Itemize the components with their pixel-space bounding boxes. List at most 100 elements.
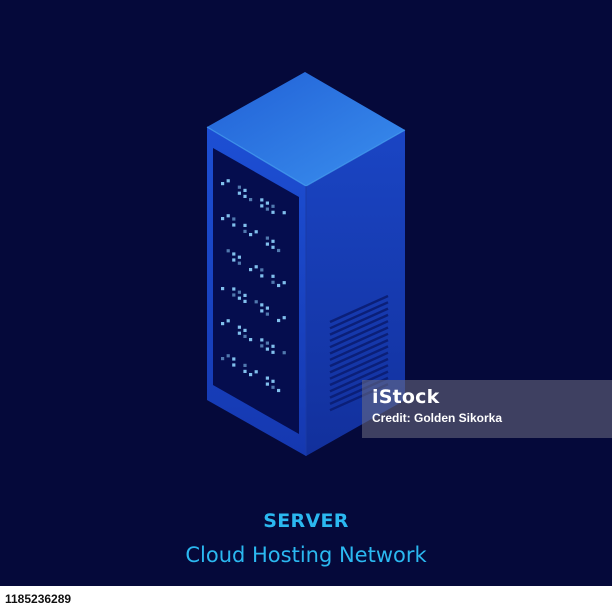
- vent-slot: [329, 357, 389, 387]
- led-dot: [265, 242, 269, 246]
- led-dot: [249, 373, 253, 377]
- led-dot: [260, 303, 264, 307]
- istock-watermark: iStock Credit: Golden Sikorka: [362, 380, 612, 438]
- vent-slot: [329, 364, 389, 393]
- led-dot: [221, 287, 225, 291]
- led-dot: [260, 309, 264, 313]
- led-dot: [237, 296, 241, 300]
- led-dot: [243, 293, 247, 297]
- vent-slot: [329, 294, 389, 324]
- led-indicator-grid: [221, 179, 286, 393]
- vent-slot: [329, 339, 389, 368]
- led-dot: [265, 201, 269, 205]
- led-dot: [260, 274, 264, 278]
- led-dot: [277, 388, 281, 393]
- led-dot: [277, 318, 281, 323]
- led-dot: [265, 347, 269, 351]
- led-dot: [226, 319, 230, 323]
- led-dot: [226, 179, 230, 183]
- led-dot: [232, 287, 236, 291]
- vent-slot: [329, 370, 389, 399]
- led-dot: [260, 338, 264, 342]
- vent-slot: [329, 345, 389, 374]
- led-dot: [249, 198, 253, 202]
- led-dot: [237, 255, 241, 259]
- led-dot: [277, 248, 281, 253]
- vent-slot: [329, 307, 389, 336]
- led-dot: [243, 328, 247, 332]
- led-dot: [237, 331, 241, 335]
- led-dot: [232, 223, 236, 227]
- istock-logo: iStock: [372, 386, 440, 408]
- led-dot: [265, 207, 269, 211]
- caption-subtitle: Cloud Hosting Network: [185, 543, 427, 567]
- led-dot: [221, 182, 225, 186]
- led-dot: [265, 312, 269, 316]
- led-dot: [271, 274, 275, 278]
- led-dot: [265, 382, 269, 386]
- led-dot: [249, 233, 253, 237]
- led-dot: [232, 217, 236, 221]
- led-dot: [243, 223, 247, 227]
- led-dot: [265, 236, 269, 240]
- led-dot: [260, 268, 264, 272]
- led-dot: [226, 354, 230, 358]
- led-dot: [237, 185, 241, 189]
- led-dot: [243, 188, 247, 192]
- led-dot: [237, 261, 241, 265]
- led-dot: [260, 204, 264, 208]
- led-dot: [221, 217, 225, 221]
- photo-credit: Credit: Golden Sikorka: [372, 411, 503, 425]
- led-dot: [226, 249, 230, 253]
- led-dot: [271, 344, 275, 348]
- led-dot: [254, 370, 258, 374]
- led-dot: [232, 363, 236, 367]
- vent-slot: [329, 351, 389, 380]
- led-dot: [265, 306, 269, 310]
- led-dot: [271, 379, 275, 383]
- led-dot: [249, 268, 253, 272]
- vent-slot: [329, 320, 389, 349]
- led-dot: [237, 325, 241, 329]
- led-dot: [243, 299, 247, 303]
- led-dot: [254, 230, 258, 234]
- led-dot: [271, 210, 275, 214]
- led-dot: [243, 229, 247, 233]
- led-dot: [237, 290, 241, 294]
- led-dot: [232, 252, 236, 256]
- footer-bar: 1185236289: [0, 586, 612, 612]
- led-dot: [221, 357, 225, 361]
- led-dot: [254, 300, 258, 304]
- led-dot: [243, 194, 247, 198]
- led-dot: [271, 245, 275, 249]
- led-dot: [260, 344, 264, 348]
- image-id: 1185236289: [5, 592, 72, 606]
- caption-title: SERVER: [263, 510, 349, 532]
- led-dot: [249, 338, 253, 342]
- led-dot: [221, 322, 225, 326]
- led-dot: [226, 214, 230, 218]
- led-dot: [265, 376, 269, 380]
- vent-grille: [329, 294, 389, 412]
- led-dot: [232, 357, 236, 361]
- led-dot: [271, 280, 275, 284]
- led-dot: [232, 293, 236, 297]
- led-dot: [237, 191, 241, 195]
- led-dot: [243, 369, 247, 373]
- led-dot: [282, 316, 286, 320]
- server-display-panel: [213, 148, 299, 434]
- led-dot: [271, 204, 275, 208]
- led-dot: [271, 350, 275, 354]
- led-dot: [265, 341, 269, 345]
- led-dot: [277, 283, 281, 288]
- led-dot: [260, 198, 264, 202]
- led-dot: [282, 281, 286, 285]
- vent-slot: [329, 301, 389, 330]
- led-dot: [243, 363, 247, 367]
- led-dot: [232, 258, 236, 262]
- led-dot: [243, 334, 247, 338]
- led-dot: [282, 351, 286, 355]
- led-dot: [282, 211, 286, 215]
- led-dot: [254, 265, 258, 269]
